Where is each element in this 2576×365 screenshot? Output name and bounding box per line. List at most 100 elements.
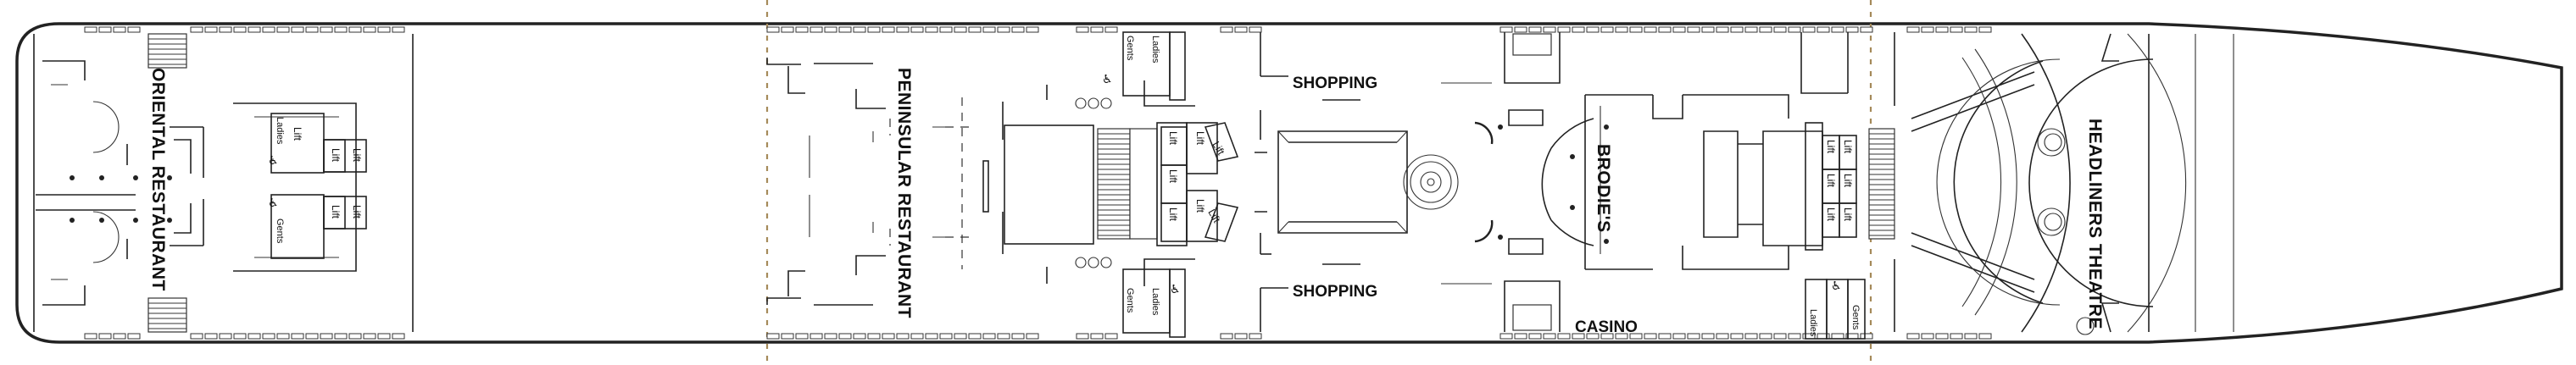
window (291, 333, 304, 340)
window (262, 26, 275, 33)
window (1644, 26, 1657, 33)
window (910, 26, 924, 33)
window (1528, 26, 1542, 33)
window (1600, 333, 1614, 340)
oriental-stairs-top (147, 33, 187, 69)
window (766, 333, 780, 340)
window (1687, 333, 1700, 340)
window (1220, 26, 1233, 33)
window (1543, 26, 1556, 33)
lift-label: Lift (1842, 174, 1854, 188)
window (1234, 26, 1248, 33)
window (1788, 333, 1801, 340)
window (1701, 333, 1715, 340)
ladies-label: Ladies (1150, 288, 1160, 316)
window (939, 333, 953, 340)
display-counters (1204, 122, 1267, 242)
theatre-small-table (2076, 317, 2095, 335)
casino-stairs-aft-top (1512, 33, 1552, 56)
window (1104, 26, 1118, 33)
window (392, 333, 405, 340)
window (334, 333, 348, 340)
window (1557, 333, 1571, 340)
gents-label: Gents (1125, 36, 1135, 61)
window (1701, 26, 1715, 33)
lift-label: Lift (351, 148, 363, 163)
window (1076, 26, 1089, 33)
ladies-label: Ladies (1150, 36, 1160, 64)
window (233, 26, 247, 33)
window (262, 333, 275, 340)
window (320, 333, 333, 340)
lift-label: Lift (1167, 169, 1179, 184)
oriental-restaurant-area (36, 60, 357, 306)
window (925, 333, 938, 340)
window (1076, 333, 1089, 340)
oriental-stairs-bottom (147, 297, 187, 333)
casino-label: CASINO (1575, 318, 1638, 336)
window-strips (84, 26, 1992, 340)
peninsular-lift-cluster (1156, 122, 1218, 246)
window (1759, 26, 1772, 33)
window (276, 26, 290, 33)
wc-fixture (1100, 257, 1112, 268)
lift-label: Lift (1167, 131, 1179, 146)
window (896, 26, 910, 33)
window (824, 26, 837, 33)
ship-hull (15, 22, 2563, 344)
window (838, 333, 852, 340)
lift-label: Lift (1194, 199, 1206, 213)
wheelchair-icon: ♿ (1170, 283, 1181, 296)
lift-label: Lift (292, 127, 303, 141)
oriental-stair-treads (148, 38, 186, 329)
window (853, 333, 866, 340)
theatre-tables (2037, 128, 2066, 236)
wheelchair-icon: ♿ (268, 154, 279, 168)
lift-label: Lift (1194, 131, 1206, 146)
window (305, 333, 319, 340)
oriental-restaurant-label: ORIENTAL RESTAURANT (148, 68, 168, 291)
spiral-staircase (1403, 121, 1503, 243)
window (1978, 333, 1992, 340)
accessible-icons: ♿ ♿ ♿ ♿ ♿ (268, 73, 1842, 296)
window (1572, 26, 1585, 33)
window (1249, 333, 1262, 340)
forward-lift-cluster (1805, 122, 1857, 251)
gents-label: Gents (1125, 288, 1135, 313)
window (925, 26, 938, 33)
window (276, 333, 290, 340)
window (954, 26, 967, 33)
window (1499, 26, 1513, 33)
wc-fixture (1088, 257, 1099, 268)
window (1716, 26, 1729, 33)
window (348, 333, 362, 340)
window (219, 333, 232, 340)
window (1615, 26, 1628, 33)
window (377, 333, 391, 340)
lift-label: Lift (330, 148, 342, 163)
ladies-label: Ladies (275, 117, 285, 145)
window (954, 333, 967, 340)
window (248, 26, 261, 33)
window (781, 333, 794, 340)
window (1921, 26, 1934, 33)
window (824, 333, 837, 340)
window (1220, 333, 1233, 340)
window (113, 333, 126, 340)
wheelchair-icon: ♿ (268, 196, 279, 210)
wc-fixture (1088, 97, 1099, 109)
window (766, 26, 780, 33)
window (1090, 333, 1104, 340)
window (1860, 26, 1873, 33)
shopping-top-label: SHOPPING (1293, 75, 1377, 92)
lift-label: Lift (1825, 140, 1837, 154)
window (291, 26, 304, 33)
window (1730, 26, 1744, 33)
gents-label: Gents (275, 218, 285, 244)
forward-stairs (1868, 128, 1895, 240)
window (810, 26, 823, 33)
window (1817, 333, 1830, 340)
window (1572, 333, 1585, 340)
window (1831, 26, 1844, 33)
window (1759, 333, 1772, 340)
